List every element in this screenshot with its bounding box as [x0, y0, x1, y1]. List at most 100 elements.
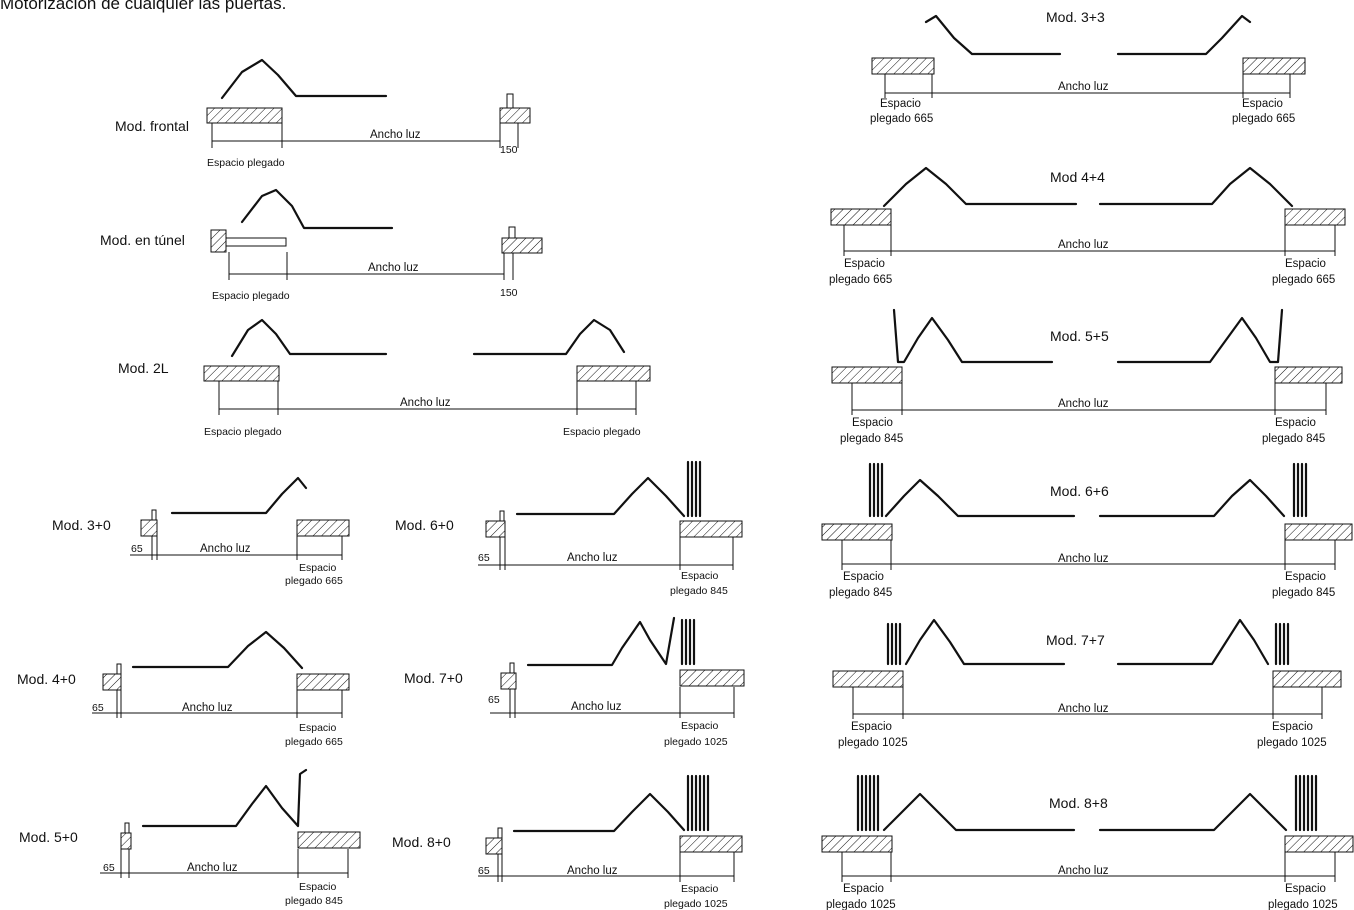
plegado-label: plegado 1025: [1268, 899, 1338, 910]
ancho-luz-label: Ancho luz: [1058, 398, 1109, 410]
dim-65-label: 65: [103, 862, 115, 874]
model-label: Mod. 6+6: [1050, 483, 1109, 499]
plegado-label: plegado 1025: [664, 898, 728, 910]
folded-stack-right: [1274, 622, 1290, 666]
espacio-plegado-label: Espacio plegado: [204, 426, 282, 438]
espacio-plegado-label: Espacio plegado: [563, 426, 641, 438]
ancho-luz-label: Ancho luz: [1058, 865, 1109, 877]
diagram-mod-6-6: Mod. 6+6 Ancho luz Espacio plegado 845 E…: [821, 462, 1353, 599]
plegado-label: plegado 665: [829, 274, 892, 286]
dim-65-label: 65: [478, 552, 490, 564]
post: [508, 226, 516, 239]
model-label: Mod. 3+0: [52, 517, 111, 533]
model-label: Mod. frontal: [115, 118, 189, 134]
plegado-label: plegado 665: [285, 575, 343, 587]
wall-left: [821, 523, 893, 541]
wall-right: [1242, 57, 1306, 75]
plegado-label: plegado 665: [1232, 113, 1295, 125]
diagram-mod-3-3: Mod. 3+3 Ancho luz Espacio plegado 665 E…: [870, 9, 1306, 125]
plegado-label: plegado 845: [1262, 433, 1325, 445]
ancho-luz-label: Ancho luz: [370, 129, 421, 141]
dim-150-label: 150: [500, 144, 518, 156]
diagram-mod-frontal: Mod. frontal Ancho luz Espacio plegado 1…: [115, 58, 531, 169]
wall-left: [206, 107, 283, 124]
ancho-luz-label: Ancho luz: [200, 543, 251, 555]
door-leaves-left: [882, 166, 1078, 208]
post: [116, 663, 122, 675]
dim-150-label: 150: [500, 287, 518, 299]
espacio-label: Espacio: [299, 881, 337, 893]
diagram-mod-3-0: Mod. 3+0 Ancho luz 65 Espacio plegado 66…: [52, 476, 350, 587]
post: [499, 510, 505, 522]
post: [506, 93, 514, 109]
ancho-luz-label: Ancho luz: [571, 701, 622, 713]
ancho-luz-label: Ancho luz: [187, 862, 238, 874]
model-label: Mod. 6+0: [395, 517, 454, 533]
post: [151, 509, 157, 521]
plegado-label: plegado 845: [1272, 587, 1335, 599]
door-leaves: [240, 188, 394, 230]
plegado-label: plegado 665: [1272, 274, 1335, 286]
espacio-label: Espacio: [299, 722, 337, 734]
model-label: Mod. en túnel: [100, 232, 185, 248]
door-leaves-right: [1098, 166, 1294, 208]
wall-left: [485, 837, 503, 855]
post: [124, 822, 130, 834]
espacio-plegado-label: Espacio plegado: [207, 157, 285, 169]
plegado-label: plegado 1025: [826, 899, 896, 910]
tunnel: [225, 237, 287, 247]
door-leaves-right: [1116, 308, 1284, 364]
dim-65-label: 65: [478, 865, 490, 877]
espacio-label: Espacio: [299, 562, 337, 574]
page-heading: Motorización de cualquier las puertas.: [0, 0, 287, 13]
wall-right: [679, 520, 743, 538]
door-leaves: [170, 476, 308, 515]
door-leaves-right: [472, 318, 626, 356]
espacio-label: Espacio: [852, 417, 893, 429]
wall-right: [296, 519, 350, 537]
espacio-label: Espacio: [681, 720, 719, 732]
diagram-mod-4-0: Mod. 4+0 Ancho luz 65 Espacio plegado 66…: [17, 630, 350, 748]
wall-left: [485, 520, 506, 538]
wall-left: [102, 673, 122, 691]
door-leaves-left: [892, 308, 1054, 364]
diagram-mod-2l: Mod. 2L Ancho luz Espacio plegado Espaci…: [118, 318, 651, 438]
wall-right: [1284, 523, 1353, 541]
wall-left: [830, 208, 892, 226]
door-leaves: [526, 616, 676, 667]
model-label: Mod. 5+0: [19, 829, 78, 845]
door-leaves: [131, 630, 304, 670]
espacio-label: Espacio: [681, 570, 719, 582]
plegado-label: plegado 1025: [838, 737, 908, 749]
folded-stack-right: [1294, 774, 1318, 832]
wall-right: [501, 237, 543, 254]
diagram-mod-7-0: Mod. 7+0 Ancho luz 65 Espacio plegado 10…: [404, 616, 745, 748]
model-label: Mod. 8+8: [1049, 795, 1108, 811]
model-label: Mod. 8+0: [392, 834, 451, 850]
espacio-label: Espacio: [843, 883, 884, 895]
espacio-label: Espacio: [851, 721, 892, 733]
post: [509, 662, 515, 674]
door-leaves-right: [1116, 14, 1252, 56]
model-label: Mod. 7+0: [404, 670, 463, 686]
plegado-label: plegado 665: [870, 113, 933, 125]
espacio-plegado-label: Espacio plegado: [212, 290, 290, 302]
espacio-label: Espacio: [1285, 571, 1326, 583]
door-leaves-right: [1116, 618, 1270, 666]
door-leaves: [512, 792, 686, 833]
door-leaves: [220, 58, 388, 100]
folded-stack: [686, 460, 702, 518]
espacio-label: Espacio: [880, 98, 921, 110]
ancho-luz-label: Ancho luz: [1058, 553, 1109, 565]
ancho-luz-label: Ancho luz: [1058, 703, 1109, 715]
model-label: Mod 4+4: [1050, 169, 1105, 185]
plegado-label: plegado 845: [285, 895, 343, 907]
model-label: Mod. 5+5: [1050, 328, 1109, 344]
post: [497, 827, 503, 839]
wall-left: [140, 519, 158, 537]
wall-right: [499, 107, 531, 124]
door-leaves-left: [904, 618, 1066, 666]
wall-right: [679, 669, 745, 687]
wall-left: [203, 365, 280, 382]
door-leaves-right: [1098, 478, 1286, 518]
